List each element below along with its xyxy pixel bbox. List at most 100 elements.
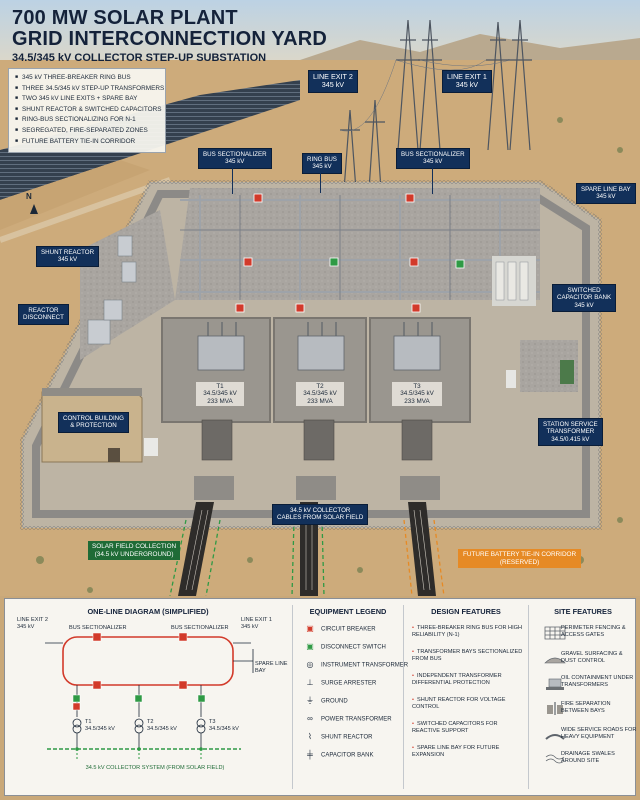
label-line: RING BUS xyxy=(307,156,337,163)
power-transformer-icon: ∞ xyxy=(307,714,313,723)
leader-line xyxy=(232,168,233,194)
site-scene: 700 MW SOLAR PLANT GRID INTERCONNECTION … xyxy=(0,0,640,596)
fire-icon xyxy=(547,702,563,715)
ol-bus-sectionalizer-right: BUS SECTIONALIZER xyxy=(171,625,229,631)
north-arrow-label: N xyxy=(26,192,32,201)
transformer-name: T3 xyxy=(413,383,421,390)
ol-line-exit-2: LINE EXIT 2 345 kV xyxy=(17,617,48,630)
transformer-ratio: 34.5/345 kV xyxy=(203,390,237,398)
site-feature: OIL CONTAINMENT UNDER TRANSFORMERS xyxy=(561,675,634,688)
ol-label-line: T2 xyxy=(147,719,154,725)
callout-line: (34.5 kV UNDERGROUND) xyxy=(94,550,174,558)
feature-bullet: RING-BUS SECTIONALIZING FOR N-1 xyxy=(15,115,159,126)
transformer-name: T2 xyxy=(316,383,324,390)
label-bus-sectionalizer-left: BUS SECTIONALIZER 345 kV xyxy=(198,148,272,169)
callout-line: (RESERVED) xyxy=(499,558,540,566)
surge-arrester-icon: ⊥ xyxy=(306,678,314,687)
feature-bullet: SHUNT REACTOR & SWITCHED CAPACITORS xyxy=(15,105,161,116)
label-line: CABLES FROM SOLAR FIELD xyxy=(277,514,364,522)
bullet-icon: • xyxy=(412,673,414,679)
ol-label-line: T3 xyxy=(209,719,216,725)
legend-label: CAPACITOR BANK xyxy=(321,752,374,759)
bullet-icon: • xyxy=(412,625,414,631)
site-feature: DRAINAGE SWALES AROUND SITE xyxy=(561,751,615,764)
transformer-t3-label: T3 34.5/345 kV 233 MVA xyxy=(392,382,442,407)
design-feature-text: INDEPENDENT TRANSFORMER DIFFERENTIAL PRO… xyxy=(412,673,502,686)
site-feature: PERIMETER FENCING & ACCESS GATES xyxy=(561,625,626,638)
ol-label-line: SPARE LINE xyxy=(255,661,288,667)
disconnect-switch-icon: ▣ xyxy=(306,642,314,651)
feature-bullet: 345 kV THREE-BREAKER RING BUS xyxy=(15,73,159,84)
label-line: 345 kV xyxy=(574,301,594,309)
label-line: SWITCHED xyxy=(567,287,601,294)
label-line: STATION SERVICE xyxy=(543,421,598,428)
label-switched-capacitor-bank: SWITCHED CAPACITOR BANK 345 kV xyxy=(552,284,617,313)
label-bus-sectionalizer-right: BUS SECTIONALIZER 345 kV xyxy=(396,148,470,169)
section-divider xyxy=(528,605,529,789)
legend-label: DISCONNECT SWITCH xyxy=(321,644,386,651)
label-spare-line-bay: SPARE LINE BAY 345 kV xyxy=(576,183,636,204)
bullet-icon: • xyxy=(412,649,414,655)
legend-item: ▣CIRCUIT BREAKER xyxy=(303,623,375,635)
feature-bullet: THREE 34.5/345 kV STEP-UP TRANSFORMERS xyxy=(15,84,164,95)
label-line-exit-2: LINE EXIT 2 345 kV xyxy=(308,70,358,93)
label-control-building: CONTROL BUILDING & PROTECTION xyxy=(58,412,129,433)
design-feature: •SPARE LINE BAY FOR FUTURE EXPANSION xyxy=(412,745,524,759)
label-line-exit-1: LINE EXIT 1 345 kV xyxy=(442,70,492,93)
label-line: CAPACITOR BANK xyxy=(557,294,612,302)
leader-line xyxy=(432,168,433,194)
design-features-title: DESIGN FEATURES xyxy=(431,607,501,616)
label-station-service-transformer: STATION SERVICE TRANSFORMER 34.5/0.415 k… xyxy=(538,418,603,447)
legend-item: ⏚GROUND xyxy=(303,695,348,707)
ol-label-line: 345 kV xyxy=(241,623,259,630)
label-line: LINE EXIT 1 xyxy=(447,72,487,81)
callout-line: SOLAR FIELD COLLECTION xyxy=(92,543,177,550)
ol-spare-line-bay: SPARE LINE BAY xyxy=(255,661,288,674)
instrument-transformer-icon: ◎ xyxy=(306,660,314,669)
design-feature: •SHUNT REACTOR FOR VOLTAGE CONTROL xyxy=(412,697,524,711)
gravel-icon xyxy=(544,657,566,664)
label-line: 345 kV xyxy=(321,80,345,90)
label-line: LINE EXIT 2 xyxy=(313,72,353,81)
feature-bullet: SEGREGATED, FIRE-SEPARATED ZONES xyxy=(15,126,159,137)
legend-item: ◎INSTRUMENT TRANSFORMER xyxy=(303,659,409,671)
design-feature: •SWITCHED CAPACITORS FOR REACTIVE SUPPOR… xyxy=(412,721,524,735)
label-line: SHUNT REACTOR xyxy=(41,249,95,256)
site-feature: FIRE SEPARATION BETWEEN BAYS xyxy=(561,701,611,714)
label-line: 345 kV xyxy=(455,80,479,90)
design-feature-text: SHUNT REACTOR FOR VOLTAGE CONTROL xyxy=(412,697,506,710)
site-features-section: SITE FEATURES PERIMETER FENCING & ACCESS… xyxy=(505,599,637,795)
ol-t3: T3 34.5/345 kV xyxy=(209,719,239,732)
transformer-rating: 233 MVA xyxy=(404,397,430,405)
title-line-1: 700 MW SOLAR PLANT xyxy=(12,7,238,29)
ol-bus-sectionalizer-left: BUS SECTIONALIZER xyxy=(69,625,127,631)
label-reactor-disconnect: REACTOR DISCONNECT xyxy=(18,304,69,325)
legend-section: EQUIPMENT LEGEND ▣CIRCUIT BREAKER ▣DISCO… xyxy=(293,599,408,795)
label-line: DISCONNECT xyxy=(23,314,64,322)
transformer-ratio: 34.5/345 kV xyxy=(400,390,434,398)
feature-bullet: FUTURE BATTERY TIE-IN CORRIDOR xyxy=(15,137,159,148)
ol-label-line: T1 xyxy=(85,719,92,725)
bullet-icon: • xyxy=(412,721,414,727)
ol-label-line: 34.5/345 kV xyxy=(209,725,239,732)
legend-item: ▣ DISCONNECT SWITCH xyxy=(303,641,386,653)
label-line: TRANSFORMER xyxy=(546,428,595,436)
ol-label-line: 34.5/345 kV xyxy=(147,725,177,732)
bullet-icon: • xyxy=(412,697,414,703)
leader-line xyxy=(320,173,321,193)
label-line: 34.5 kV COLLECTOR xyxy=(289,507,351,514)
transformer-rating: 233 MVA xyxy=(307,397,333,405)
fence-icon xyxy=(544,626,566,640)
label-ring-bus: RING BUS 345 kV xyxy=(302,153,342,174)
label-line: 34.5/0.415 kV xyxy=(551,435,590,443)
label-shunt-reactor: SHUNT REACTOR 345 kV xyxy=(36,246,100,267)
label-line: SPARE LINE BAY xyxy=(581,186,631,193)
section-divider xyxy=(403,605,404,789)
transformer-t2-label: T2 34.5/345 kV 233 MVA xyxy=(296,382,344,407)
transformer-t1-label: T1 34.5/345 kV 233 MVA xyxy=(196,382,244,407)
callout-line: FUTURE BATTERY TIE-IN CORRIDOR xyxy=(463,551,577,558)
page-subtitle: 34.5/345 kV COLLECTOR STEP-UP SUBSTATION xyxy=(12,52,267,64)
feature-bullet: TWO 345 kV LINE EXITS + SPARE BAY xyxy=(15,94,159,105)
bullet-icon: • xyxy=(412,745,414,751)
future-battery-callout: FUTURE BATTERY TIE-IN CORRIDOR (RESERVED… xyxy=(458,549,582,569)
